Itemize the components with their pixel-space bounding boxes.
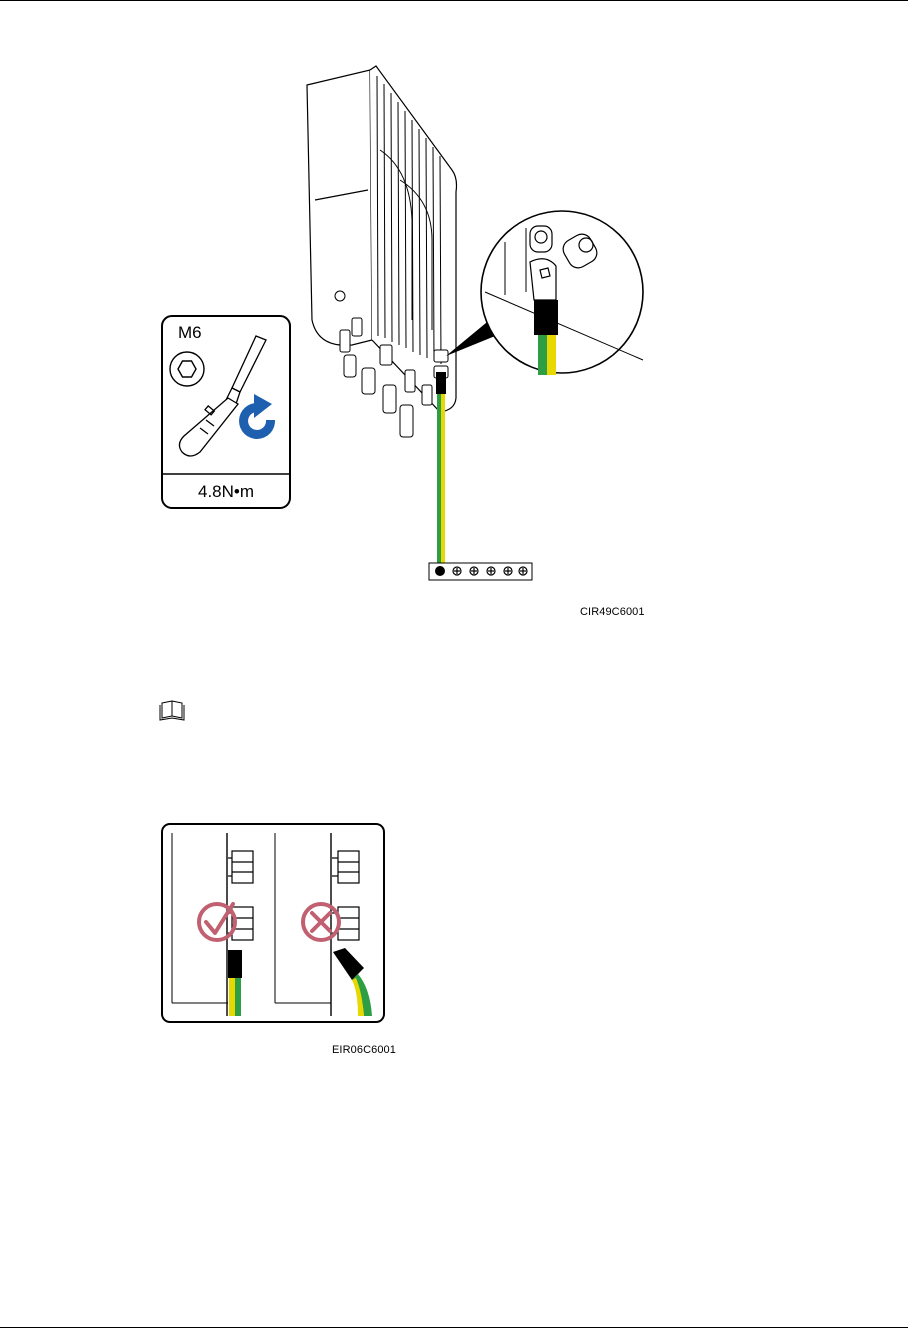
tool-size-label: M6 (178, 323, 202, 342)
figure-1-code: CIR49C6001 (580, 606, 645, 618)
torque-label: 4.8N•m (198, 482, 254, 501)
ground-bar (429, 563, 532, 580)
tool-box (162, 316, 290, 508)
rru-unit (307, 66, 457, 437)
cable-bending-figure (162, 824, 384, 1022)
book-icon (160, 701, 184, 720)
ground-cable (436, 372, 446, 564)
zoom-detail (481, 211, 643, 375)
figure-2-code: EIR06C6001 (332, 1044, 396, 1056)
rru-grounding-figure (162, 66, 643, 580)
